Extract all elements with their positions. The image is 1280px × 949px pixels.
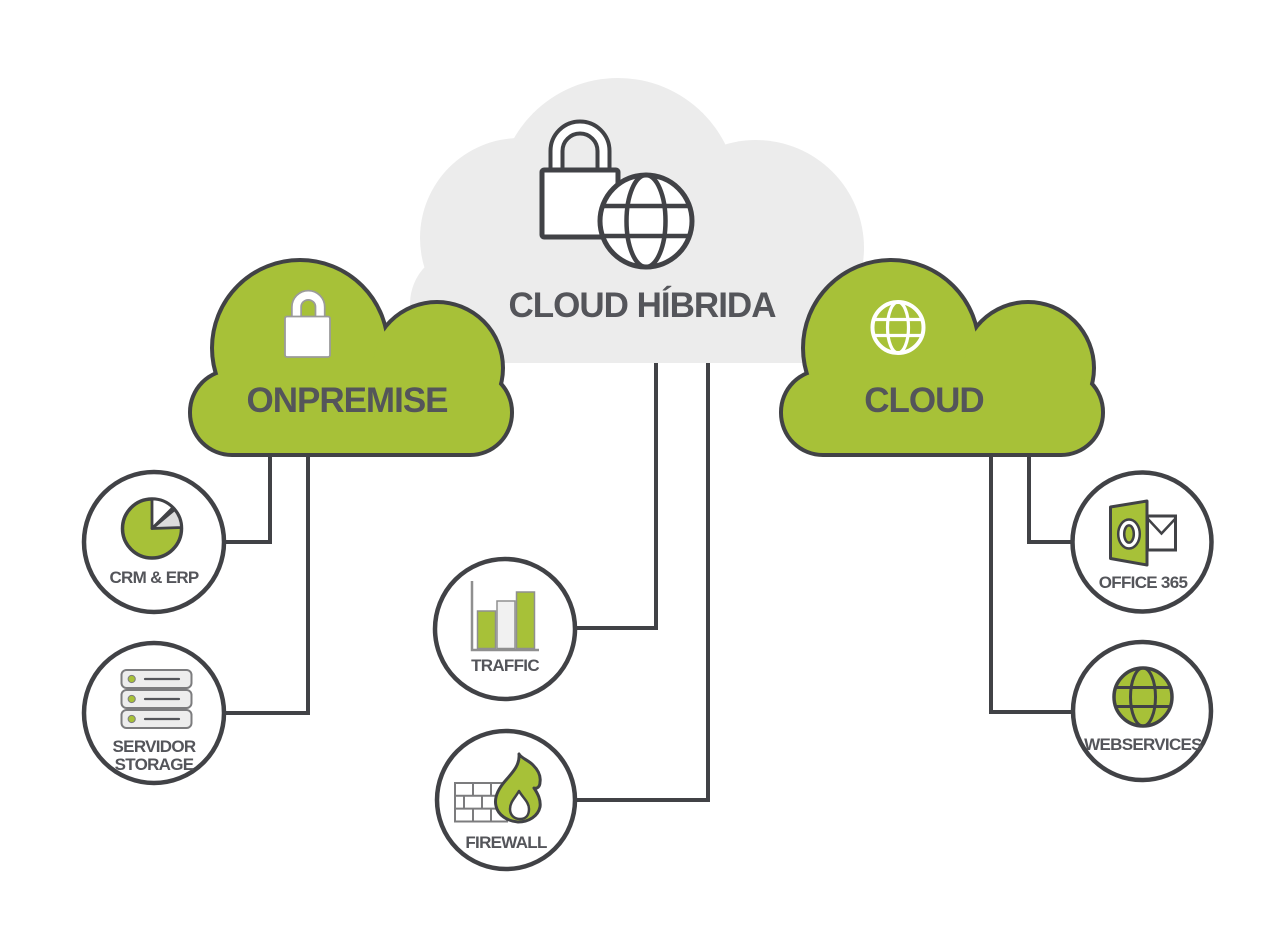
hybrid-cloud-label: CLOUD HÍBRIDA (509, 285, 777, 325)
firewall-flame-icon (454, 752, 542, 824)
node-servidor-storage: SERVIDOR STORAGE (81, 640, 227, 786)
bar-chart-icon (470, 581, 539, 652)
node-crm-erp: CRM & ERP (81, 469, 227, 615)
node-crm-erp-label: CRM & ERP (109, 568, 198, 587)
connector-onpremise-server (222, 430, 310, 715)
node-office-365-label: OFFICE 365 (1099, 573, 1188, 592)
connector-hybrid-traffic (572, 350, 658, 630)
node-traffic-label: TRAFFIC (471, 656, 539, 675)
globe-icon (597, 172, 695, 270)
connectors (222, 350, 1076, 802)
pie-chart-icon (120, 497, 184, 560)
node-traffic: TRAFFIC (432, 556, 578, 702)
node-webservices: WEBSERVICES (1070, 639, 1214, 783)
onpremise-cloud-label: ONPREMISE (246, 381, 447, 420)
connector-hybrid-firewall (572, 350, 710, 802)
cloud-cloud: CLOUD (783, 262, 1101, 453)
cloud-cloud-label: CLOUD (864, 381, 983, 420)
node-office-365: OFFICE 365 (1070, 470, 1214, 614)
server-stack-icon (120, 669, 193, 729)
node-servidor-storage-label-line1: SERVIDOR (113, 737, 196, 756)
onpremise-cloud: ONPREMISE (192, 262, 510, 453)
hybrid-cloud: CLOUD HÍBRIDA (410, 78, 877, 363)
connector-cloud-webservices (989, 435, 1076, 714)
globe-icon (1112, 666, 1174, 728)
globe-icon (870, 300, 926, 355)
node-servidor-storage-label-line2: STORAGE (115, 755, 194, 774)
lock-icon (284, 289, 331, 358)
node-firewall-label: FIREWALL (465, 833, 547, 852)
outlook-icon (1109, 499, 1177, 567)
connector-onpremise-crm (222, 430, 272, 544)
connector-cloud-office (1027, 435, 1076, 544)
node-firewall: FIREWALL (434, 728, 578, 872)
node-webservices-label: WEBSERVICES (1084, 735, 1202, 754)
